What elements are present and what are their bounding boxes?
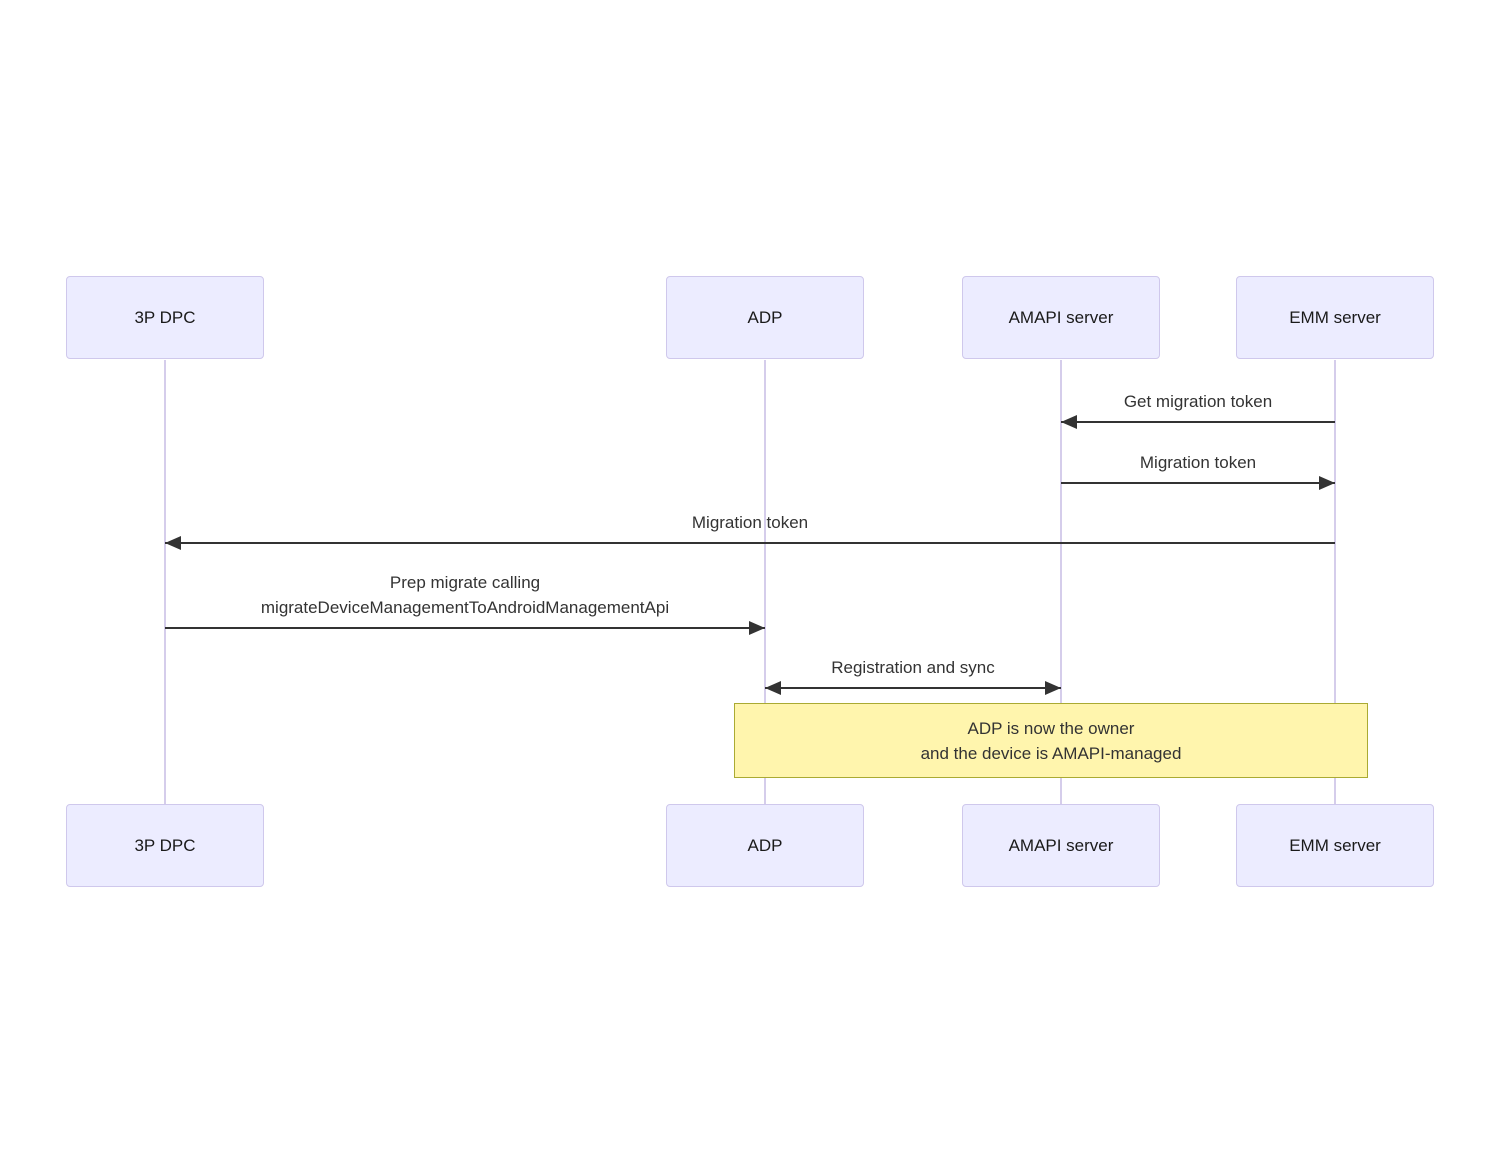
message-label-get-migration-token: Get migration token	[1123, 392, 1273, 411]
message-line-migration-token-long	[165, 542, 1335, 544]
note-line2: and the device is AMAPI-managed	[920, 744, 1182, 763]
message-label-registration-sync: Registration and sync	[831, 658, 995, 677]
actor-label: 3P DPC	[134, 307, 196, 327]
arrowhead-right-icon	[749, 621, 765, 635]
message-label-line1: Prep migrate calling	[389, 573, 541, 592]
lifeline-amapi-server	[1060, 360, 1062, 805]
actor-top-emm-server: EMM server	[1236, 276, 1434, 359]
message-label-prep-migrate: Prep migrate calling migrateDeviceManage…	[165, 570, 765, 620]
lifeline-adp	[764, 360, 766, 805]
note-line1: ADP is now the owner	[967, 719, 1135, 738]
actor-top-3p-dpc: 3P DPC	[66, 276, 264, 359]
lifeline-emm-server	[1334, 360, 1336, 805]
arrowhead-left-icon	[165, 536, 181, 550]
actor-label: AMAPI server	[1008, 835, 1114, 855]
actor-label: ADP	[747, 835, 783, 855]
arrowhead-left-icon	[765, 681, 781, 695]
message-line-get-migration-token	[1061, 421, 1335, 423]
actor-bottom-amapi-server: AMAPI server	[962, 804, 1160, 887]
actor-label: AMAPI server	[1008, 307, 1114, 327]
message-label-migration-token-long: Migration token	[691, 513, 809, 532]
arrowhead-right-icon	[1045, 681, 1061, 695]
note-adp-owner: ADP is now the owner and the device is A…	[734, 703, 1368, 778]
arrowhead-right-icon	[1319, 476, 1335, 490]
actor-bottom-3p-dpc: 3P DPC	[66, 804, 264, 887]
message-label-migration-token: Migration token	[1139, 453, 1257, 472]
actor-bottom-emm-server: EMM server	[1236, 804, 1434, 887]
lifeline-3p-dpc	[164, 360, 166, 805]
message-line-prep-migrate	[165, 627, 765, 629]
actor-label: EMM server	[1289, 307, 1381, 327]
actor-label: EMM server	[1289, 835, 1381, 855]
actor-bottom-adp: ADP	[666, 804, 864, 887]
actor-top-adp: ADP	[666, 276, 864, 359]
arrowhead-left-icon	[1061, 415, 1077, 429]
actor-label: ADP	[747, 307, 783, 327]
actor-label: 3P DPC	[134, 835, 196, 855]
message-label-line2: migrateDeviceManagementToAndroidManageme…	[260, 598, 670, 617]
message-line-registration-sync	[765, 687, 1061, 689]
message-line-migration-token	[1061, 482, 1335, 484]
actor-top-amapi-server: AMAPI server	[962, 276, 1160, 359]
